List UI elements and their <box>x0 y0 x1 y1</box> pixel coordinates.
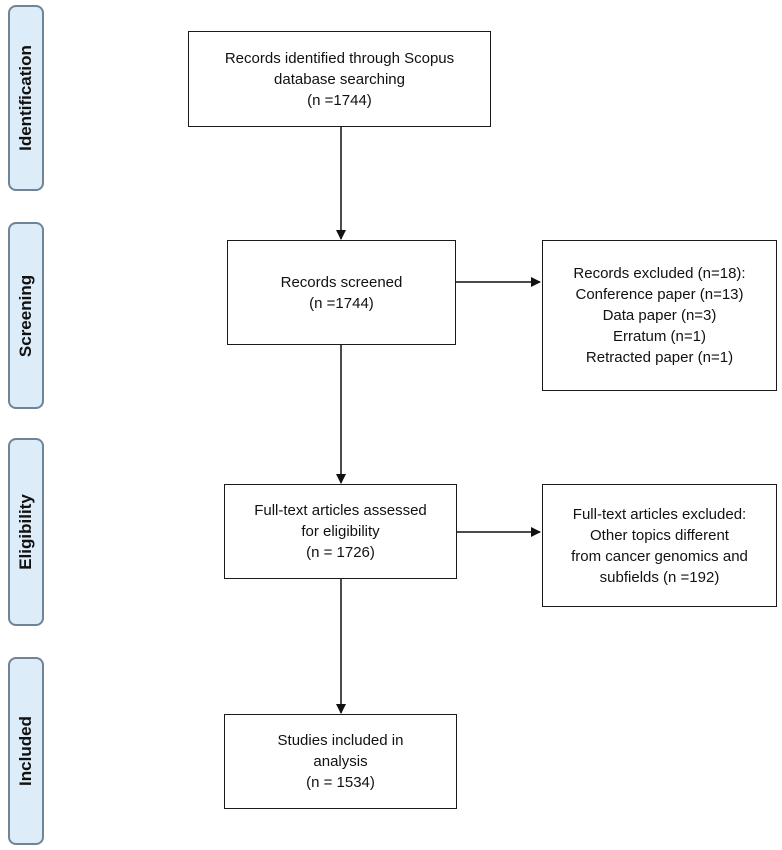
stage-screening: Screening <box>8 222 44 409</box>
stage-included: Included <box>8 657 44 845</box>
studies-included-line1: Studies included in <box>277 732 404 749</box>
stage-eligibility-label: Eligibility <box>16 494 35 570</box>
records-excluded-heading: Records excluded (n=18): <box>573 265 746 282</box>
studies-included-line2: analysis <box>313 753 368 770</box>
stage-included-label: Included <box>16 716 35 786</box>
records-identified-line1: Records identified through Scopus <box>224 49 455 67</box>
fulltext-excluded-line4: subfields (n =192) <box>599 568 720 586</box>
fulltext-excluded-line3: from cancer genomics and <box>571 547 748 565</box>
stage-eligibility: Eligibility <box>8 438 44 626</box>
fulltext-assessed-count: (n = 1726) <box>306 544 375 561</box>
records-excluded-item: Erratum (n=1) <box>613 328 706 345</box>
records-screened-box: Records screened (n =1744) <box>227 240 456 345</box>
records-identified-line2: database searching <box>274 70 405 88</box>
fulltext-assessed-line1: Full-text articles assessed <box>254 502 427 519</box>
records-screened-count: (n =1744) <box>309 294 374 312</box>
records-excluded-item: Conference paper (n=13) <box>575 286 744 303</box>
stage-identification-label: Identification <box>16 45 35 151</box>
records-identified-count: (n =1744) <box>307 91 372 109</box>
records-excluded-item: Retracted paper (n=1) <box>585 349 734 366</box>
fulltext-assessed-box: Full-text articles assessed for eligibil… <box>224 484 457 579</box>
records-excluded-box: Records excluded (n=18): Conference pape… <box>542 240 777 391</box>
records-identified-box: Records identified through Scopus databa… <box>188 31 491 127</box>
studies-included-box: Studies included in analysis (n = 1534) <box>224 714 457 809</box>
records-screened-line1: Records screened <box>280 273 403 291</box>
fulltext-excluded-line2: Other topics different <box>590 526 729 544</box>
records-excluded-item: Data paper (n=3) <box>602 307 717 324</box>
fulltext-excluded-box: Full-text articles excluded: Other topic… <box>542 484 777 607</box>
fulltext-assessed-line2: for eligibility <box>301 523 380 540</box>
stage-screening-label: Screening <box>16 274 35 357</box>
studies-included-count: (n = 1534) <box>306 774 375 791</box>
stage-identification: Identification <box>8 5 44 191</box>
fulltext-excluded-heading: Full-text articles excluded: <box>572 505 747 523</box>
